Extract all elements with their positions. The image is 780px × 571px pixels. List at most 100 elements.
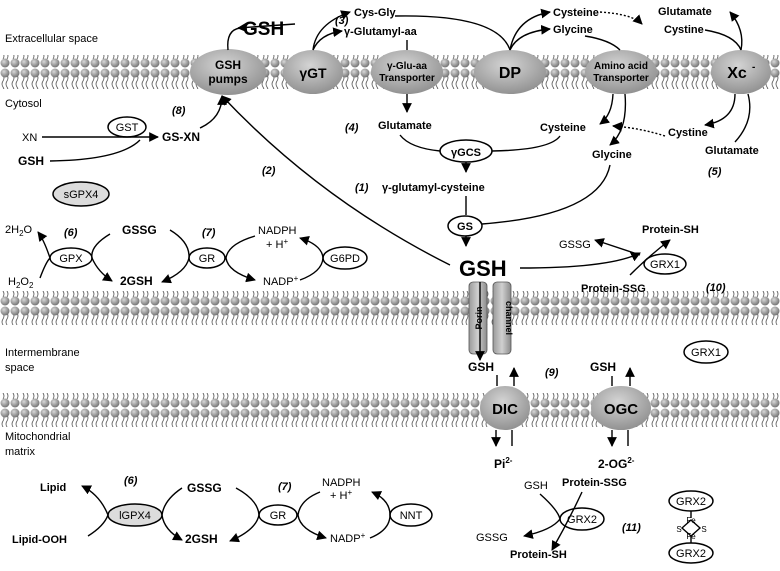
arrow-cystine-xc — [704, 29, 742, 51]
arrow-glutamate-ggcs — [399, 134, 441, 152]
arrow-glycine-gs — [481, 164, 611, 225]
porin-label: Porin — [474, 306, 484, 329]
glycine-cytosol: Glycine — [592, 149, 632, 161]
nnt-label: NNT — [400, 510, 423, 522]
step-4: (4) — [345, 122, 359, 134]
gsh-pumps: GSH pumps — [190, 49, 266, 95]
sgpx4-enzyme — [52, 181, 110, 207]
gsh-matrix: GSH — [524, 480, 548, 492]
gr-label: GR — [199, 253, 216, 265]
arrow-nadph-nadp-matrix — [297, 491, 327, 541]
gpx-label: GPX — [59, 253, 83, 265]
nadph-matrix: NADPH — [322, 477, 361, 489]
gssg-right: GSSG — [559, 239, 591, 251]
arrow-cysteine-cystine-dotted — [599, 11, 643, 25]
step-6: (6) — [64, 227, 78, 239]
arrow-xc-glutamate — [729, 11, 743, 51]
cysteine-extracellular: Cysteine — [553, 7, 599, 19]
gglu-label-1: γ-Glu-aa — [387, 61, 427, 72]
arrow-ggt-gglu — [312, 27, 343, 51]
arrow-gsxn-pumps — [199, 95, 227, 129]
2gsh-matrix: 2GSH — [185, 532, 218, 546]
gsh-dic-in: GSH — [468, 360, 494, 374]
arrow-g6pd-cycle — [299, 236, 324, 281]
gst-label: GST — [116, 122, 139, 134]
grx2-label: GRX2 — [567, 514, 597, 526]
region-matrix: Mitochondrial — [5, 431, 70, 443]
nadp-matrix: NADP — [330, 533, 361, 545]
arrow-lipidooh-lipid — [81, 485, 109, 537]
step-5: (5) — [708, 166, 722, 178]
ggt-label: γGT — [299, 65, 327, 81]
svg-text:S: S — [676, 525, 681, 534]
svg-text:Fe: Fe — [686, 516, 696, 525]
step-1: (1) — [355, 182, 369, 194]
aa-label-2: Transporter — [593, 73, 649, 84]
arrow-nadph-nadp — [225, 235, 256, 283]
step-11: (11) — [622, 522, 641, 534]
glutamate-extracellular: Glutamate — [658, 6, 712, 18]
arrow-aa-glycine — [609, 93, 627, 146]
dp-label: DP — [499, 65, 522, 82]
2og-label: 2-OG — [598, 457, 627, 471]
arrow-nnt-cycle — [369, 491, 391, 539]
arrow-dp-cysteine — [509, 8, 551, 51]
region-intermembrane-space: space — [5, 362, 34, 374]
cysteine-cytosol: Cysteine — [540, 122, 586, 134]
arrow-h2o2-h2o — [37, 231, 51, 279]
inner-mito-membrane — [0, 393, 780, 427]
2gsh-cytosol: 2GSH — [120, 274, 153, 288]
cystine-extracellular: Cystine — [664, 24, 704, 36]
xc-transporter: Xc - — [711, 50, 771, 94]
arrow-glutamate-xc — [734, 93, 751, 143]
svg-text:2H2O: 2H2O — [5, 224, 33, 238]
step-3: (3) — [335, 15, 349, 27]
protein-ssg-matrix: Protein-SSG — [562, 477, 627, 489]
arrow-pumps-up — [227, 27, 241, 51]
arrow-cysteine-ggcs — [491, 135, 561, 152]
arrow-pssg-psh-matrix — [551, 491, 583, 551]
gs-label: GS — [457, 221, 473, 233]
svg-text:2-OG2-: 2-OG2- — [598, 456, 635, 471]
arrow-pumps-to-gsh — [237, 22, 296, 33]
arrow-gsh-gssg-matrix — [523, 493, 561, 539]
arrow-gr-cycle — [161, 229, 190, 284]
protein-ssg-cytosol: Protein-SSG — [581, 283, 646, 295]
aa-label-1: Amino acid — [594, 61, 648, 72]
protein-sh-cytosol: Protein-SH — [642, 224, 699, 236]
cystine-cytosol: Cystine — [668, 127, 708, 139]
gamma-glutamyl-aa-label: γ-Glutamyl-aa — [344, 26, 418, 38]
outer-mito-membrane — [0, 291, 780, 325]
ggt-enzyme: γGT — [283, 50, 343, 94]
svg-text:+ H+: + H+ — [330, 488, 352, 502]
xc-superscript: - — [752, 62, 755, 73]
grx2-dimer-top-label: GRX2 — [676, 496, 706, 508]
step-8: (8) — [172, 105, 186, 117]
svg-text:NADP+: NADP+ — [330, 531, 366, 545]
lgpx4-label: lGPX4 — [119, 510, 151, 522]
step-2: (2) — [262, 165, 276, 177]
step-7: (7) — [202, 227, 216, 239]
fe-s-cluster: Fe Fe S S — [676, 511, 707, 543]
arrow-aa-cysteine — [599, 93, 614, 125]
h2o2-label: H2O2 — [8, 276, 34, 290]
svg-text:Fe: Fe — [686, 532, 696, 541]
channel-label: channel — [504, 301, 514, 335]
arrow-gpx-cycle — [91, 233, 113, 282]
grx1-enzyme — [643, 253, 687, 275]
dp-enzyme: DP — [474, 50, 546, 94]
ogc-label: OGC — [604, 401, 638, 418]
gsh-central: GSH — [459, 256, 507, 281]
gs-enzyme — [447, 215, 483, 237]
gssg-matrix-left: GSSG — [476, 532, 508, 544]
arrow-cysgly-dp — [394, 15, 511, 51]
g6pd-label: G6PD — [330, 253, 360, 265]
svg-text:S: S — [701, 525, 706, 534]
gglu-label-2: Transporter — [379, 73, 435, 84]
dic-label: DIC — [492, 401, 518, 418]
amino-acid-transporter: Amino acid Transporter — [585, 50, 657, 94]
h-plus-cytosol: + H — [266, 239, 283, 251]
lipid-label: Lipid — [40, 482, 66, 494]
h2o-label: 2H2O — [5, 224, 33, 238]
gs-xn-label: GS-XN — [162, 130, 200, 144]
